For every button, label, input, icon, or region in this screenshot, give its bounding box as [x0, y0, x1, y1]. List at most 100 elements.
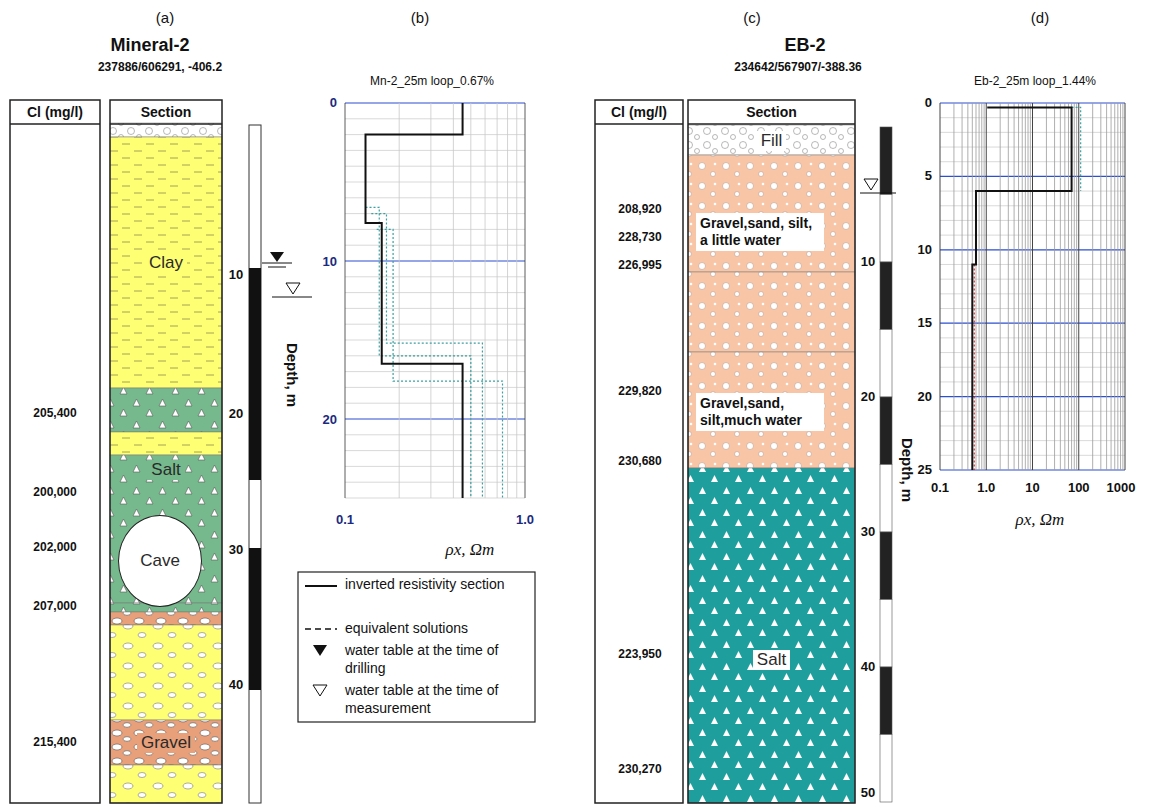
- resistivity-plot: [345, 103, 525, 498]
- grid-line: [1122, 103, 1123, 470]
- legend-sample: [313, 645, 327, 656]
- soil-layer: Clay: [110, 137, 222, 388]
- legend-text: inverted resistivity section: [345, 576, 510, 594]
- legend: [298, 572, 535, 722]
- grid-line: [1117, 103, 1118, 470]
- grid-line: [967, 103, 968, 470]
- column-outline: [688, 100, 855, 803]
- inverted-section: [366, 103, 463, 498]
- chloride-value: 229,820: [618, 385, 661, 399]
- soil-layer: Gravel,sand, silt,much water: [688, 372, 855, 452]
- grid-line: [345, 260, 525, 261]
- grid-line: [984, 103, 985, 470]
- figure-label: 20: [861, 390, 875, 405]
- soil-layer: [110, 123, 222, 137]
- grid-line: [453, 103, 454, 498]
- grid-line: [525, 103, 526, 498]
- depth-strip: [880, 397, 892, 465]
- grid-line: [1046, 103, 1047, 470]
- grid-line: [345, 466, 525, 467]
- depth-strip: [249, 125, 261, 803]
- grid-line: [1114, 103, 1115, 470]
- header-cell: Cl (mg/l): [10, 100, 100, 124]
- chloride-value: 205,400: [33, 407, 76, 421]
- depth-strip: [880, 465, 892, 533]
- soil-layer: [110, 625, 222, 720]
- grid-line: [345, 276, 525, 277]
- soil-layer: [688, 155, 855, 272]
- depth-strip: [880, 532, 892, 600]
- depth-strip: [880, 127, 892, 195]
- grid-line: [1076, 103, 1077, 470]
- figure-label: 30: [229, 543, 243, 558]
- node-label: Gravel: [137, 733, 195, 753]
- column-outline: [10, 100, 100, 803]
- grid-line: [345, 182, 525, 183]
- figure-label: ρx, Ωm: [446, 540, 495, 560]
- axis-tick: 0: [330, 96, 337, 111]
- chloride-value: 223,950: [618, 648, 661, 662]
- depth-strip: [880, 600, 892, 668]
- grid-line: [497, 103, 498, 498]
- depth-strip: [880, 735, 892, 803]
- legend-text: water table at the time of drilling: [345, 642, 510, 677]
- grid-line: [345, 418, 525, 419]
- grid-line: [345, 482, 525, 483]
- grid-line: [516, 103, 517, 498]
- header-cell: Section: [110, 100, 222, 124]
- grid-line: [940, 103, 941, 470]
- grid-line: [345, 150, 525, 151]
- grid-line: [485, 103, 486, 498]
- node-label: Section: [746, 104, 797, 120]
- resistivity-plot: [940, 103, 1125, 470]
- grid-line: [1064, 103, 1065, 470]
- figure-label: 10: [861, 255, 875, 270]
- soil-layer: [688, 272, 855, 352]
- grid-line: [1028, 103, 1029, 470]
- figure-label: EB-2: [784, 35, 825, 56]
- grid-line: [345, 308, 525, 309]
- chloride-value: 200,000: [33, 486, 76, 500]
- header-line: [110, 123, 222, 125]
- grid-line: [1092, 103, 1093, 470]
- figure-label: (a): [156, 9, 174, 26]
- node-label: Clay: [145, 253, 187, 273]
- water-table-symbol: [864, 179, 878, 190]
- figure-label: (b): [411, 9, 429, 26]
- figure-label: Depth, m: [898, 438, 915, 502]
- grid-line: [1111, 103, 1112, 470]
- chloride-value: 226,995: [618, 259, 661, 273]
- soil-layer: [688, 468, 855, 803]
- axis-tick: 15: [918, 316, 932, 331]
- soil-layer: [110, 765, 222, 803]
- grid-line: [507, 103, 508, 498]
- equivalent-solution: [1072, 107, 1081, 191]
- grid-line: [345, 498, 525, 499]
- figure-label: ρx, Ωm: [1016, 510, 1065, 530]
- grid-line: [345, 355, 525, 356]
- water-table-symbol: [270, 252, 284, 262]
- chloride-value: 208,920: [618, 203, 661, 217]
- depth-strip: [880, 262, 892, 330]
- grid-line: [345, 450, 525, 451]
- inverted-section: [972, 107, 1071, 470]
- figure-label: 40: [229, 678, 243, 693]
- axis-tick: 0.1: [336, 513, 354, 528]
- column-outline: [110, 100, 222, 803]
- grid-line: [1008, 103, 1009, 470]
- node-label: Cl (mg/l): [27, 104, 83, 120]
- soil-layer: [110, 137, 222, 388]
- figure-label: (c): [743, 9, 761, 26]
- water-table-line: [272, 297, 312, 298]
- grid-line: [345, 166, 525, 167]
- water-table-line: [860, 193, 896, 194]
- node-label: Section: [141, 104, 192, 120]
- grid-line: [1060, 103, 1061, 470]
- soil-layer: [688, 125, 855, 155]
- axis-tick: 1000: [1107, 481, 1136, 496]
- depth-strip: [880, 330, 892, 398]
- node-label: Fill: [757, 131, 787, 151]
- figure-label: 10: [229, 268, 243, 283]
